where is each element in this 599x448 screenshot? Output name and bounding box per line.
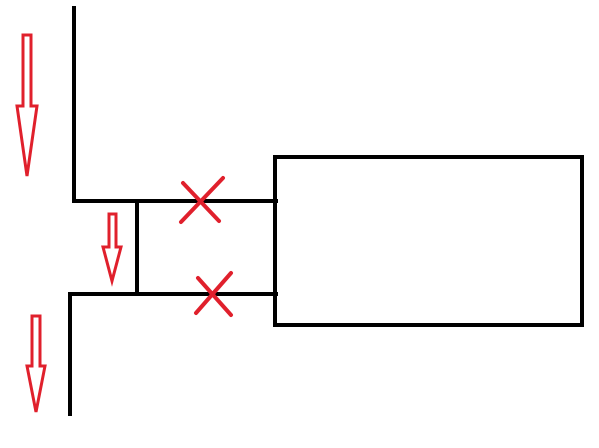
cross-mark-icon: [179, 176, 225, 224]
equipment-box: [273, 155, 584, 327]
cross-marks: [179, 176, 233, 317]
down-arrow-icon: [25, 314, 47, 413]
down-arrow-icon: [101, 212, 123, 287]
down-arrow-icon: [15, 33, 39, 177]
cross-mark-icon: [194, 271, 233, 317]
main-pipe: [68, 6, 278, 416]
flow-arrows: [15, 33, 123, 413]
